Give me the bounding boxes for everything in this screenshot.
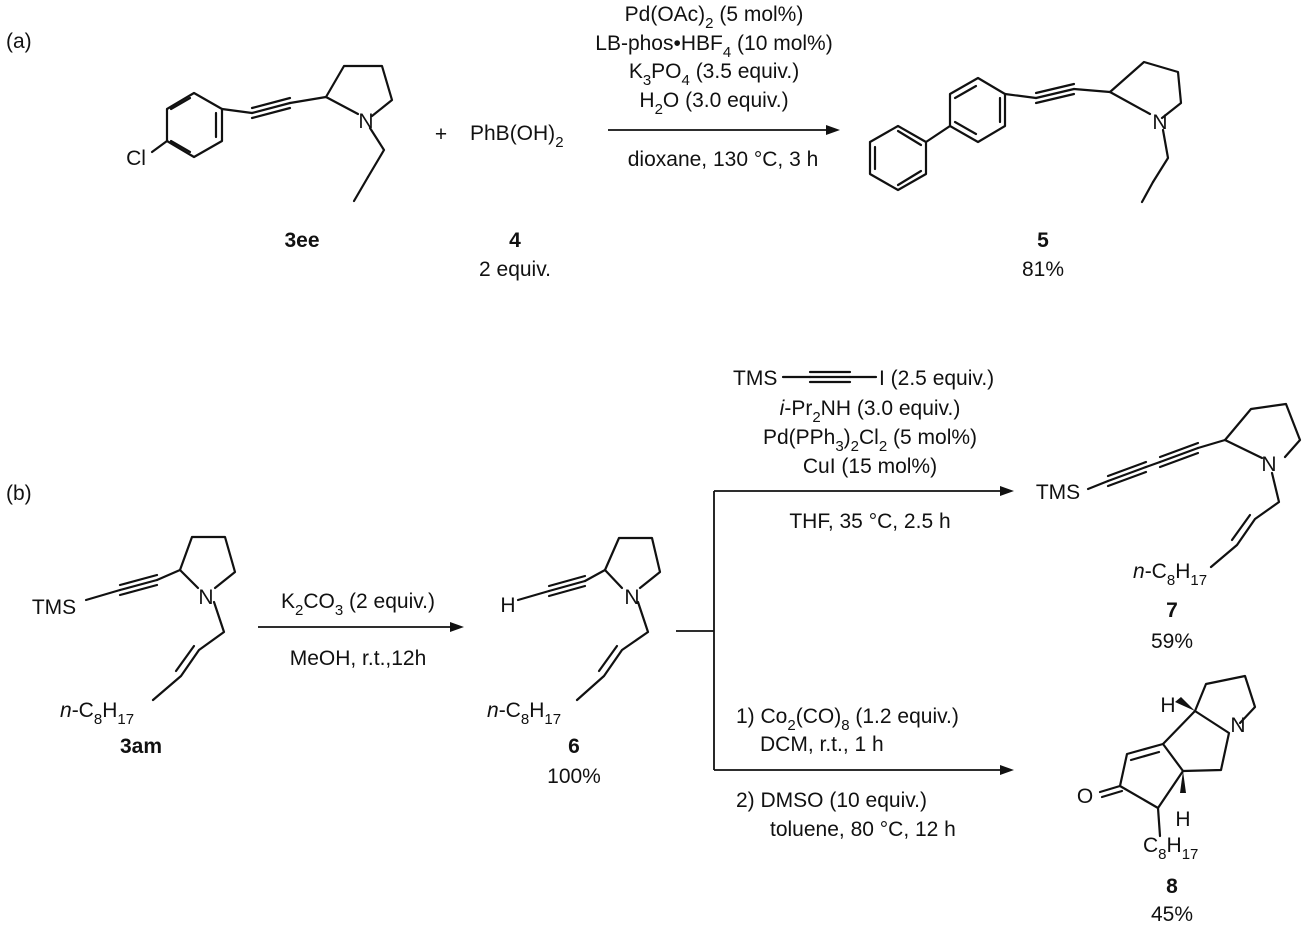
step1-reagent: K2CO3 (2 equiv.) — [281, 590, 435, 619]
atom-h-6: H — [500, 594, 515, 617]
atom-o-8: O — [1077, 785, 1093, 808]
atom-h1-8: H — [1160, 694, 1175, 717]
chain-3am: n-C8H17 — [60, 699, 134, 728]
cond-a-line1: Pd(OAc)2 (5 mol%) — [625, 3, 804, 32]
upper-iodo: I (2.5 equiv.) — [879, 367, 994, 390]
step1-conditions: MeOH, r.t.,12h — [290, 647, 427, 670]
reaction-arrow-a — [608, 125, 840, 135]
lower-step2-line1: 2) DMSO (10 equiv.) — [736, 789, 927, 812]
atom-n-8: N — [1230, 714, 1245, 737]
chain-8: C8H17 — [1143, 834, 1198, 863]
upper-line3: Pd(PPh3)2Cl2 (5 mol%) — [763, 426, 977, 455]
upper-line2: i-Pr2NH (3.0 equiv.) — [780, 397, 961, 426]
compound-5-structure — [868, 60, 1183, 204]
compound-id-7: 7 — [1166, 599, 1178, 622]
yield-5: 81% — [1022, 258, 1064, 281]
compound-id-8: 8 — [1166, 875, 1178, 898]
plus-sign: + — [435, 123, 447, 146]
lower-step1-line2: DCM, r.t., 1 h — [760, 733, 884, 756]
wedge-bond-h2 — [1180, 771, 1186, 793]
tms-3am: TMS — [32, 596, 76, 619]
compound-7-structure — [1086, 402, 1302, 569]
atom-n-5: N — [1152, 111, 1167, 134]
compound-id-3am: 3am — [120, 735, 162, 758]
wedge-bond-h1 — [1175, 697, 1195, 711]
atom-n-3ee: N — [358, 110, 373, 133]
upper-line4: CuI (15 mol%) — [803, 455, 937, 478]
panel-a-label: (a) — [6, 30, 32, 53]
atom-n-6: N — [624, 586, 639, 609]
compound-id-5: 5 — [1037, 229, 1049, 252]
branch-arrows — [676, 486, 1014, 775]
atom-h2-8: H — [1175, 808, 1190, 831]
cond-a-line2: LB-phos•HBF4 (10 mol%) — [595, 32, 832, 61]
compound-3ee-structure — [150, 64, 394, 203]
iodoalkyne-structure — [781, 370, 878, 384]
cond-a-line3: K3PO4 (3.5 equiv.) — [629, 60, 799, 89]
lower-step1: 1) Co2(CO)8 (1.2 equiv.) — [736, 705, 959, 734]
compound-id-6: 6 — [568, 735, 580, 758]
compound-6-structure — [516, 536, 662, 702]
compound-3am-structure — [84, 535, 237, 702]
yield-6: 100% — [547, 765, 601, 788]
atom-n-3am: N — [198, 586, 213, 609]
yield-8: 45% — [1151, 903, 1193, 926]
amount-4: 2 equiv. — [479, 258, 551, 281]
upper-tms: TMS — [733, 367, 777, 390]
reagent-phboh2: PhB(OH)2 — [470, 122, 564, 151]
upper-below: THF, 35 °C, 2.5 h — [789, 510, 950, 533]
atom-n-7: N — [1261, 453, 1276, 476]
atom-cl: Cl — [126, 147, 146, 170]
chain-7: n-C8H17 — [1133, 560, 1207, 589]
compound-id-3ee: 3ee — [284, 229, 319, 252]
compound-8-structure — [1098, 674, 1257, 838]
cond-a-solvent: dioxane, 130 °C, 3 h — [628, 148, 819, 171]
panel-b-label: (b) — [6, 482, 32, 505]
cond-a-line4: H2O (3.0 equiv.) — [639, 89, 788, 118]
compound-id-4: 4 — [509, 229, 521, 252]
yield-7: 59% — [1151, 630, 1193, 653]
lower-step2-line2: toluene, 80 °C, 12 h — [770, 818, 956, 841]
chain-6: n-C8H17 — [487, 699, 561, 728]
tms-7: TMS — [1036, 481, 1080, 504]
reaction-arrow-step1 — [258, 622, 464, 632]
